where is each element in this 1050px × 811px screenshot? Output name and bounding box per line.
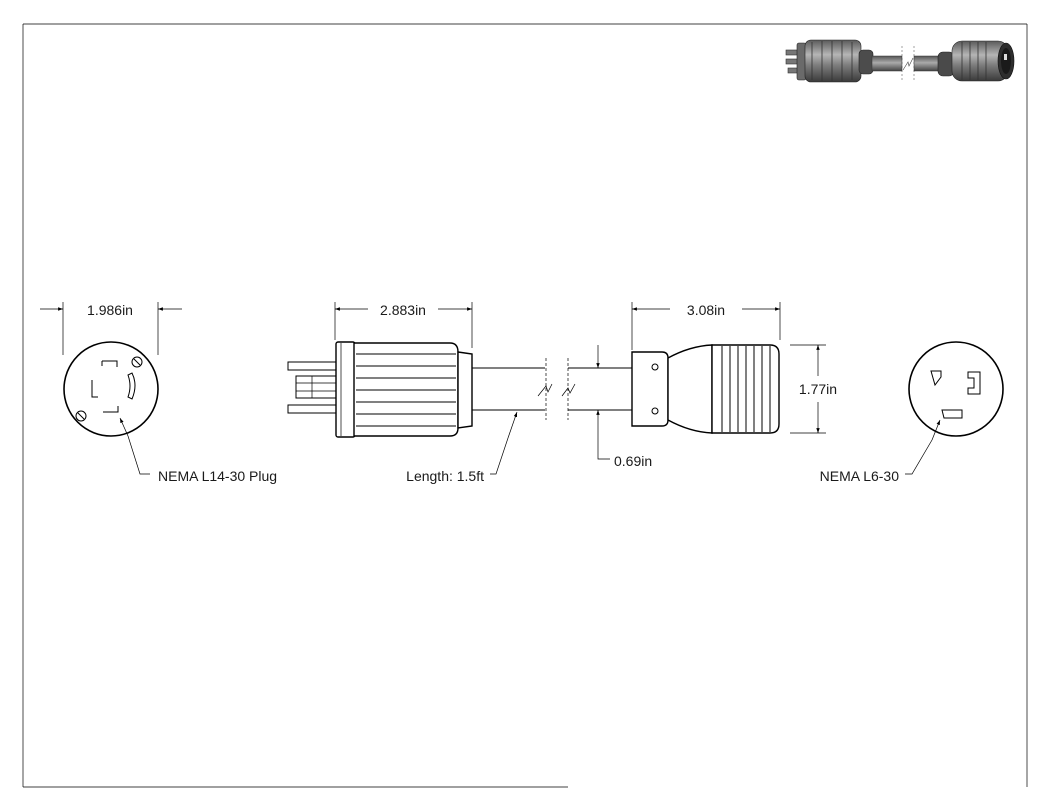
connector-face-view: NEMA L6-30 — [820, 341, 1004, 484]
plug-length-dimension: 2.883in — [380, 302, 426, 318]
plug-face-width-dimension: 1.986in — [87, 302, 133, 318]
connector-diameter-dimension: 1.77in — [799, 381, 837, 397]
connector-side-view: 0.69in 3.08in 1.77in — [568, 302, 837, 469]
connector-type-label: NEMA L6-30 — [820, 468, 900, 484]
cable-diameter-dimension: 0.69in — [614, 453, 652, 469]
cable-length-label: Length: 1.5ft — [406, 468, 484, 484]
sheet-border — [22, 23, 1028, 788]
product-preview-render — [785, 39, 1015, 83]
connector-length-dimension: 3.08in — [687, 302, 725, 318]
plug-side-view: 2.883in Length: 1.5ft — [287, 302, 576, 484]
plug-type-label: NEMA L14-30 Plug — [158, 468, 277, 484]
plug-face-view: 1.986in NEMA L14-30 Plug — [40, 302, 277, 484]
